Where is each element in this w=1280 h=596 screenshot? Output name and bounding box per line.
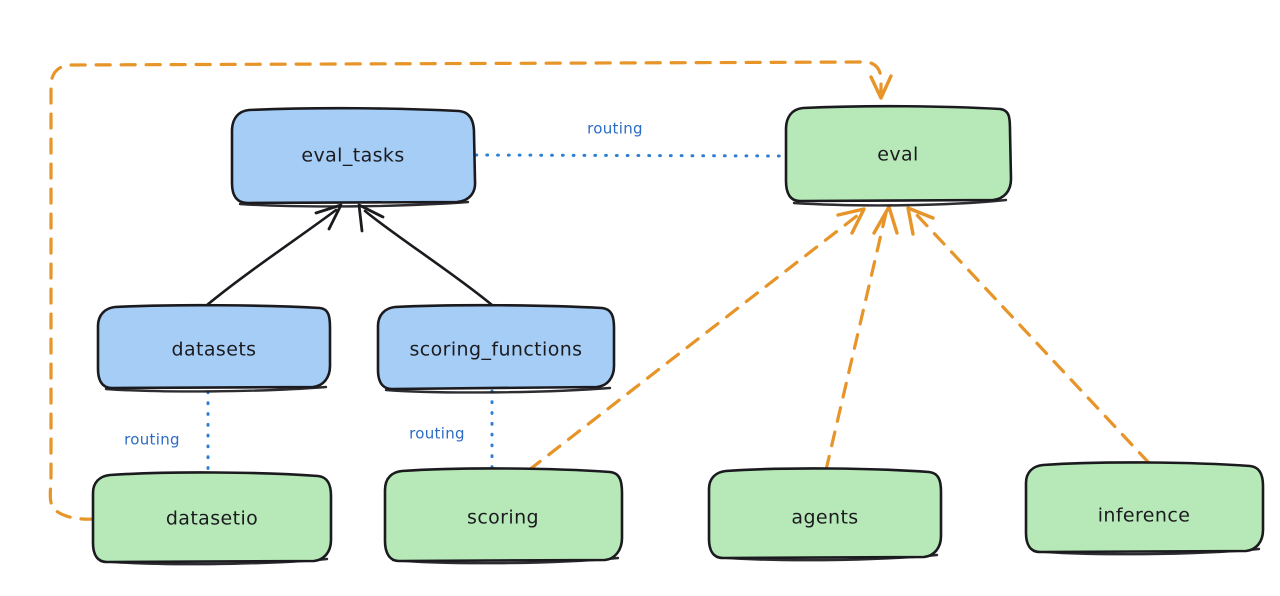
edge-eval-tasks-to-eval: routing bbox=[474, 120, 786, 158]
node-inference[interactable]: inference bbox=[1024, 461, 1265, 556]
arrowhead bbox=[314, 203, 343, 231]
node-datasetio[interactable]: datasetio bbox=[91, 471, 333, 566]
node-label-datasets: datasets bbox=[172, 339, 257, 361]
node-scoring-functions[interactable]: scoring_functions bbox=[376, 303, 616, 394]
edge-datasetio-to-eval bbox=[48, 60, 893, 521]
node-label-scoring: scoring bbox=[467, 507, 539, 529]
edge-inference-to-eval bbox=[906, 206, 1151, 465]
edge-label-routing-datasetio: routing bbox=[124, 431, 180, 449]
edge-label-routing-eval: routing bbox=[587, 120, 643, 138]
edge-scoring-functions-to-scoring: routing bbox=[409, 389, 494, 474]
edge-scoring-to-eval bbox=[527, 207, 866, 472]
edge-label-routing-scoring: routing bbox=[409, 425, 465, 443]
node-label-inference: inference bbox=[1098, 505, 1191, 527]
node-label-eval: eval bbox=[877, 144, 918, 166]
node-label-datasetio: datasetio bbox=[166, 508, 258, 530]
node-eval[interactable]: eval bbox=[784, 104, 1013, 207]
node-label-agents: agents bbox=[791, 507, 858, 529]
arrowhead bbox=[906, 206, 935, 236]
node-eval-tasks[interactable]: eval_tasks bbox=[230, 106, 477, 208]
node-label-eval-tasks: eval_tasks bbox=[301, 145, 404, 167]
edge-scoring-functions-to-eval-tasks bbox=[357, 203, 494, 307]
node-datasets[interactable]: datasets bbox=[96, 303, 332, 393]
edge-agents-to-eval bbox=[824, 205, 899, 472]
arrowhead bbox=[872, 205, 899, 235]
arrowhead bbox=[869, 74, 893, 100]
arrowhead bbox=[357, 203, 385, 233]
node-label-scoring-functions: scoring_functions bbox=[410, 339, 583, 361]
edge-datasets-to-datasetio: routing bbox=[124, 390, 210, 476]
edge-datasets-to-eval-tasks bbox=[205, 203, 343, 307]
arrowhead bbox=[836, 207, 866, 235]
node-agents[interactable]: agents bbox=[707, 467, 943, 562]
node-scoring[interactable]: scoring bbox=[383, 467, 624, 565]
